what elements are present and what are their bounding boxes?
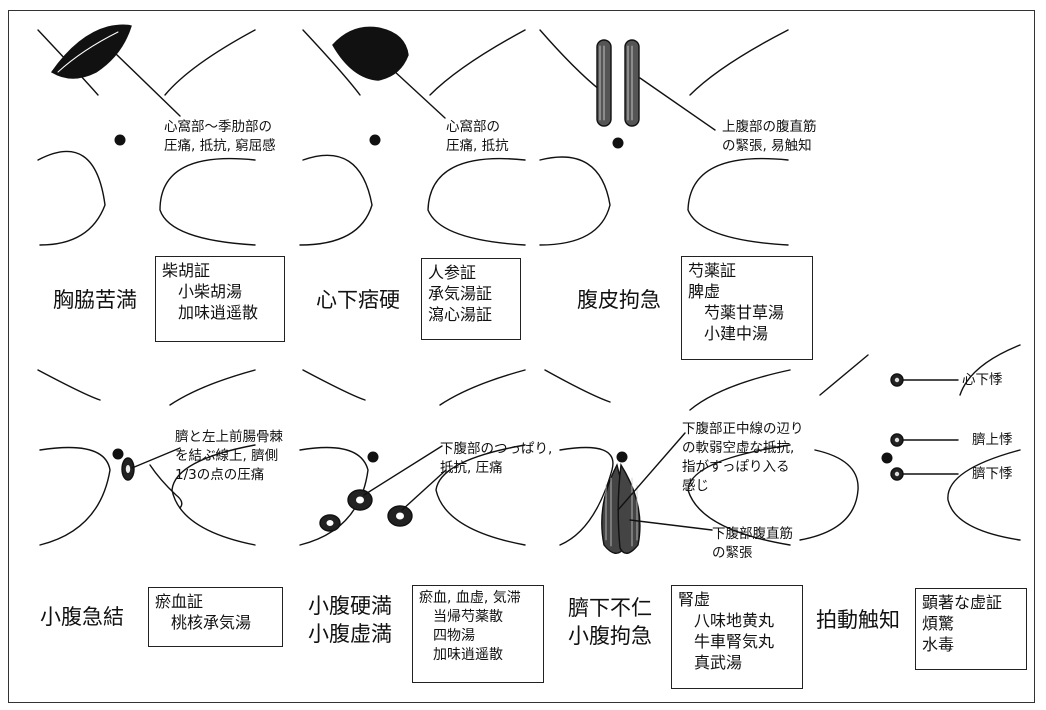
hypochondrium-shading-icon	[50, 24, 132, 79]
figure-frame	[8, 10, 1035, 703]
leader-line	[639, 77, 716, 131]
rectus-muscle-icon	[596, 39, 640, 127]
lower-abdomen-resistance-icon	[319, 489, 413, 532]
label-saika-ki: 臍下悸	[972, 466, 1013, 482]
leader-line	[131, 447, 181, 469]
navel-dot	[881, 452, 893, 464]
leader-line	[617, 432, 686, 511]
epigastric-shading-icon	[332, 26, 409, 81]
navel-dot	[616, 451, 628, 463]
pulsation-points-icon	[890, 373, 904, 481]
prescription-box-shofuku-koman: 瘀血, 血虚, 気滞 当帰芍薬散 四物湯 加味逍遥散	[412, 585, 544, 683]
leader-line	[401, 469, 447, 511]
navel-dot	[369, 134, 381, 146]
finding-name-hakudo-shokuchi: 拍動触知	[816, 608, 900, 632]
label-saijo-ki: 臍上悸	[972, 432, 1013, 448]
annotation-shofuku-koman: 下腹部のつっぱり,抵抗, 圧痛	[440, 441, 553, 476]
torso-hakudo-shokuchi	[799, 344, 1021, 541]
leader-line	[115, 53, 181, 117]
prescription-box-saika-fujin: 腎虚 八味地黄丸 牛車腎気丸 真武湯	[671, 585, 803, 689]
prescription-box-kyokyo-kuman: 柴胡証 小柴胡湯 加味逍遥散	[155, 256, 285, 342]
annotation-kyokyo-kuman: 心窩部〜季肋部の圧痛, 抵抗, 窮屈感	[164, 119, 276, 154]
annotation-shinka-hiko: 心窩部の圧痛, 抵抗	[446, 119, 509, 154]
leader-line	[629, 519, 713, 531]
navel-dot	[612, 137, 624, 149]
navel-dot	[114, 134, 126, 146]
torso-shinka-hiko	[299, 29, 526, 246]
navel-dot	[112, 448, 124, 460]
finding-name-kyokyo-kuman: 胸脇苦満	[53, 288, 137, 312]
prescription-box-shofuku-kyuketsu: 瘀血証 桃核承気湯	[148, 587, 283, 647]
torso-fukuhi-kokyu	[539, 29, 789, 246]
annotation-saika-fujin: 下腹部正中線の辺りの軟弱空虚な抵抗,指がすっぽり入る感じ	[682, 421, 804, 494]
soft-lower-abdomen-icon	[601, 462, 641, 554]
prescription-box-hakudo-shokuchi: 顕著な虚証煩驚水毒	[915, 588, 1027, 670]
leader-line	[363, 445, 443, 496]
torso-shofuku-kyuketsu	[37, 369, 256, 546]
label-shinka-ki: 心下悸	[962, 372, 1003, 388]
finding-name-fukuhi-kokyu: 腹皮拘急	[577, 288, 661, 312]
finding-name-saika-fujin: 臍下不仁小腹拘急	[568, 596, 652, 648]
torso-saika-fujin	[544, 369, 791, 546]
leader-line	[379, 57, 446, 119]
torso-shofuku-koman	[299, 369, 526, 546]
finding-name-shofuku-kyuketsu: 小腹急結	[40, 605, 124, 629]
finding-name-shofuku-koman: 小腹硬満小腹虚満	[308, 594, 392, 646]
annotation-saika-fujin-rectus: 下腹部腹直筋の緊張	[712, 526, 793, 561]
annotation-fukuhi-kokyu: 上腹部の腹直筋の緊張, 易触知	[722, 119, 817, 154]
prescription-box-shinka-hiko: 人参証承気湯証瀉心湯証	[421, 258, 521, 340]
navel-dot	[367, 451, 379, 463]
finding-name-shinka-hiko: 心下痞硬	[316, 288, 400, 312]
prescription-box-fukuhi-kokyu: 芍薬証脾虚 芍薬甘草湯 小建中湯	[681, 256, 813, 360]
